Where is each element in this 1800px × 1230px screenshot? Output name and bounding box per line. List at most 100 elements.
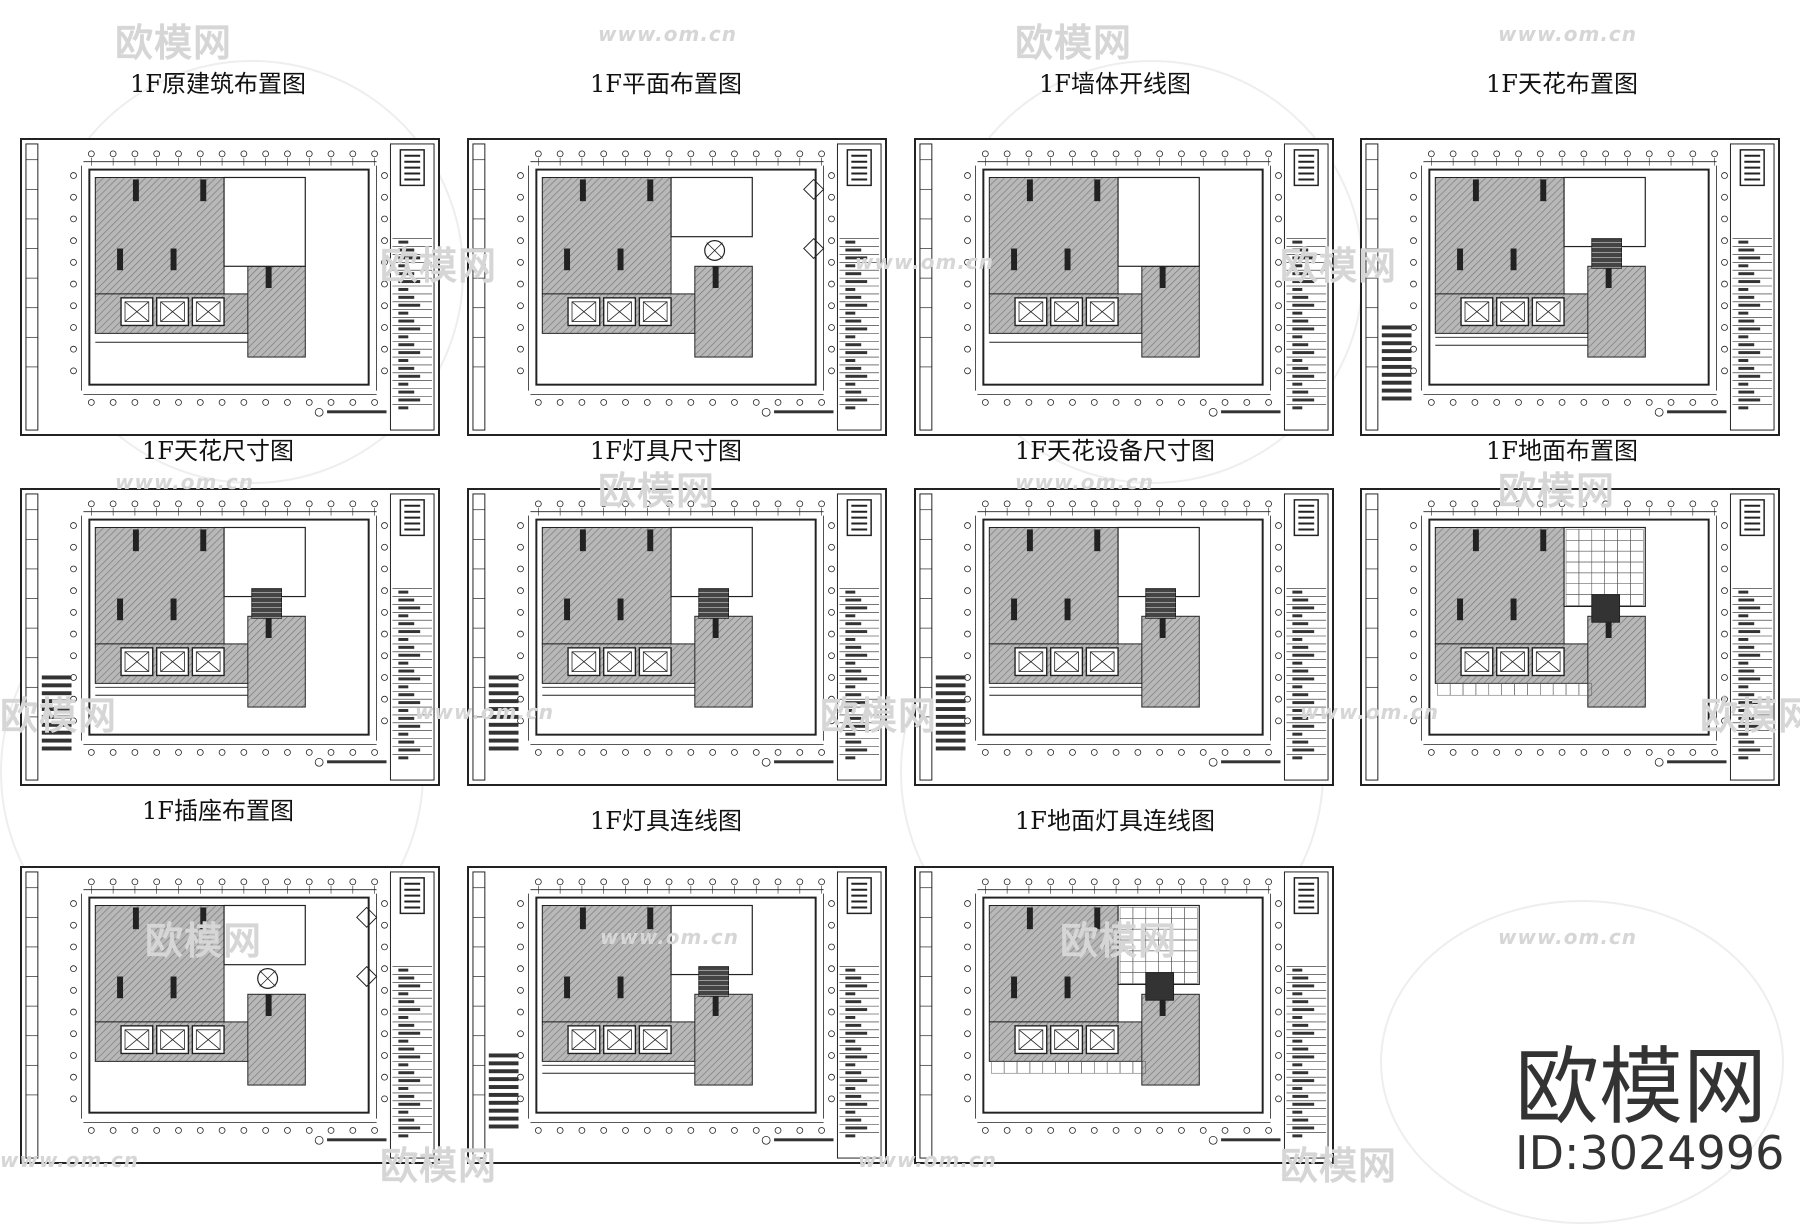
dimension-lines [964, 150, 1282, 406]
drawing-sheet[interactable] [20, 866, 440, 1164]
drawing-sheet[interactable] [20, 488, 440, 786]
plan-details [223, 904, 387, 1145]
sheet-title: 1F地面布置图 [1486, 437, 1638, 465]
watermark-logo: 欧模网 [115, 21, 233, 65]
dimension-lines [70, 150, 388, 406]
title-block [1729, 143, 1775, 431]
drawing-sheet[interactable] [467, 866, 887, 1164]
sheet-title: 1F地面灯具连线图 [1015, 807, 1215, 835]
brand-id: ID:3024996 [1515, 1126, 1785, 1180]
dimension-lines [517, 878, 835, 1134]
elevator-bank [120, 1025, 225, 1055]
building-outline [535, 168, 817, 386]
floor-plan [1365, 143, 1379, 431]
plan-details [670, 176, 834, 417]
plan-details [935, 526, 1281, 767]
floor-plan-drawing [25, 493, 435, 781]
floor-plan [472, 493, 486, 781]
drawing-sheet[interactable] [1360, 488, 1780, 786]
building-outline [88, 896, 370, 1114]
elevator-bank [567, 297, 672, 327]
floor-plan [25, 871, 39, 1159]
plan-details [95, 176, 387, 417]
sheet-title: 1F平面布置图 [590, 70, 742, 98]
floor-plan-drawing [25, 143, 435, 431]
elevator-bank [1460, 297, 1565, 327]
drawing-sheet[interactable] [1360, 138, 1780, 436]
floor-plan [919, 143, 933, 431]
floor-plan-drawing [1365, 143, 1775, 431]
plan-details [41, 526, 387, 767]
plan-details [991, 904, 1281, 1145]
title-block [1729, 493, 1775, 781]
dimension-lines [964, 500, 1282, 756]
floor-plan [1365, 493, 1379, 781]
elevator-bank [1014, 647, 1119, 677]
floor-plan-drawing [1365, 493, 1775, 781]
dimension-lines [1410, 500, 1728, 756]
elevator-bank [120, 647, 225, 677]
drawing-sheet[interactable] [20, 138, 440, 436]
drawing-sheet[interactable] [914, 866, 1334, 1164]
sheet-title: 1F墙体开线图 [1039, 70, 1191, 98]
floor-plan [25, 143, 39, 431]
elevator-bank [1014, 1025, 1119, 1055]
title-block [1283, 493, 1329, 781]
plan-details [1437, 526, 1727, 767]
building-outline [982, 896, 1264, 1114]
dimension-lines [70, 878, 388, 1134]
floor-plan-drawing [919, 871, 1329, 1159]
sheet-title: 1F天花尺寸图 [142, 437, 294, 465]
watermark-url: www.om.cn [598, 22, 738, 46]
drawing-sheet[interactable] [467, 138, 887, 436]
dimension-lines [517, 150, 835, 406]
elevator-bank [120, 297, 225, 327]
sheet-title: 1F灯具尺寸图 [590, 437, 742, 465]
building-outline [535, 518, 817, 736]
title-block [836, 493, 882, 781]
elevator-bank [1460, 647, 1565, 677]
floor-plan-drawing [25, 871, 435, 1159]
drawing-sheet[interactable] [914, 138, 1334, 436]
floor-plan [472, 871, 486, 1159]
sheet-title: 1F原建筑布置图 [130, 70, 306, 98]
floor-plan [25, 493, 39, 781]
floor-plan [919, 871, 933, 1159]
elevator-bank [567, 647, 672, 677]
floor-plan-drawing [919, 493, 1329, 781]
building-outline [982, 168, 1264, 386]
sheet-title: 1F灯具连线图 [590, 807, 742, 835]
elevator-bank [1014, 297, 1119, 327]
plan-details [989, 176, 1281, 417]
dimension-lines [517, 500, 835, 756]
watermark-url: www.om.cn [1498, 22, 1638, 46]
title-block [389, 493, 435, 781]
brand-logo-text: 欧模网 [1515, 1038, 1768, 1136]
floor-plan-drawing [472, 143, 882, 431]
floor-plan-drawing [472, 871, 882, 1159]
sheet-title: 1F天花设备尺寸图 [1015, 437, 1215, 465]
watermark-logo: 欧模网 [1015, 21, 1133, 65]
title-block [1283, 871, 1329, 1159]
title-block [1283, 143, 1329, 431]
sheet-title: 1F天花布置图 [1486, 70, 1638, 98]
drawing-sheet[interactable] [914, 488, 1334, 786]
sheet-title: 1F插座布置图 [142, 797, 294, 825]
floor-plan [472, 143, 486, 431]
title-block [836, 143, 882, 431]
dimension-lines [1410, 150, 1728, 406]
building-outline [535, 896, 817, 1114]
title-block [389, 871, 435, 1159]
plan-details [488, 904, 834, 1145]
floor-plan-drawing [472, 493, 882, 781]
watermark-url: www.om.cn [1498, 925, 1638, 949]
plan-details [1381, 176, 1727, 417]
dimension-lines [964, 878, 1282, 1134]
floor-plan-drawing [919, 143, 1329, 431]
title-block [836, 871, 882, 1159]
drawing-sheet[interactable] [467, 488, 887, 786]
plan-details [488, 526, 834, 767]
dimension-lines [70, 500, 388, 756]
floor-plan [919, 493, 933, 781]
elevator-bank [567, 1025, 672, 1055]
